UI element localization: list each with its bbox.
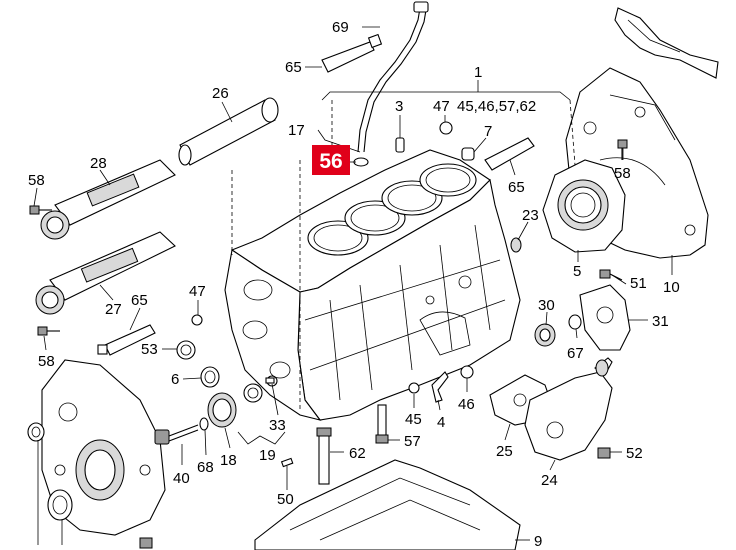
callout-25: 25 <box>496 443 513 460</box>
bolt-52 <box>597 447 611 459</box>
callout-40: 40 <box>173 470 190 487</box>
callout-47-left: 47 <box>189 283 206 300</box>
sleeve-3 <box>395 137 405 153</box>
seal-67 <box>568 314 582 330</box>
bolt-57 <box>375 404 389 444</box>
sleeve-7 <box>461 147 475 161</box>
sealant-tube-top <box>321 33 383 73</box>
dipstick-guide-tube <box>353 1 429 167</box>
callout-57: 57 <box>404 433 421 450</box>
callout-51: 51 <box>630 275 647 292</box>
cylinder-block <box>224 149 521 421</box>
seal-53 <box>176 340 196 360</box>
callout-68: 68 <box>197 459 214 476</box>
oil-seal-lower <box>47 489 73 521</box>
plug-23 <box>510 237 522 253</box>
callout-labels: 69 65 1 3 47 45,46,57,62 26 17 7 28 58 5… <box>28 19 680 550</box>
gear-30 <box>534 323 556 347</box>
callout-52: 52 <box>626 445 643 462</box>
callout-58: 58 <box>28 172 45 189</box>
washer-68 <box>199 417 209 431</box>
seal-6 <box>200 366 220 388</box>
bolt-bottom-left <box>139 537 153 549</box>
bolt-51 <box>599 269 623 281</box>
callout-10: 10 <box>663 279 680 296</box>
balance-shaft-27 <box>35 231 176 315</box>
housing-31 <box>579 284 631 351</box>
highlight-label: 56 <box>319 150 342 173</box>
callout-9: 9 <box>534 533 542 550</box>
balancer-housing-tube <box>178 97 279 166</box>
callout-2: 2 <box>58 547 66 550</box>
dowel-50 <box>280 457 294 468</box>
balance-shaft-28 <box>40 159 176 240</box>
plug-46 <box>460 365 474 379</box>
callout-47: 47 <box>433 98 450 115</box>
callout-19: 19 <box>259 447 276 464</box>
callout-5: 5 <box>573 263 581 280</box>
callout-6: 6 <box>171 371 179 388</box>
callout-53: 53 <box>141 341 158 358</box>
upper-cover-piece <box>614 7 719 79</box>
timing-case-cover <box>41 359 166 536</box>
callout-1: 1 <box>474 64 482 81</box>
coolant-flange-24 <box>524 357 613 461</box>
callout-3: 3 <box>395 98 403 115</box>
callout-16: 16 <box>30 547 47 550</box>
callout-26: 26 <box>212 85 229 102</box>
callout-58-lower: 58 <box>38 353 55 370</box>
sealant-tube-left <box>97 324 156 356</box>
callout-7: 7 <box>484 123 492 140</box>
oil-seal-left <box>27 422 45 442</box>
callout-65: 65 <box>285 59 302 76</box>
callout-31: 31 <box>652 313 669 330</box>
highlight-box <box>312 145 350 175</box>
callout-45-46-57-62: 45,46,57,62 <box>457 98 536 115</box>
callout-23: 23 <box>522 207 539 224</box>
oil-sump-9 <box>254 459 521 550</box>
sealant-tube-right <box>484 137 535 171</box>
callout-65-left: 65 <box>131 292 148 309</box>
callout-27: 27 <box>105 301 122 318</box>
bolt-58-right <box>617 139 628 160</box>
plug-45 <box>408 382 420 394</box>
highlight-callout-56: 56 <box>312 145 356 175</box>
callout-28: 28 <box>90 155 107 172</box>
callout-69: 69 <box>332 19 349 36</box>
callout-18: 18 <box>220 452 237 469</box>
bolt-58-left-top <box>29 205 52 215</box>
callout-45: 45 <box>405 411 422 428</box>
callout-33: 33 <box>269 417 286 434</box>
callout-30: 30 <box>538 297 555 314</box>
callout-4: 4 <box>437 414 445 431</box>
leader-lines <box>33 26 673 545</box>
callout-24: 24 <box>541 472 558 489</box>
callout-58-right: 58 <box>614 165 631 182</box>
bolt-58-left-bottom <box>37 326 60 336</box>
plug-47-left <box>191 314 203 326</box>
callout-67: 67 <box>567 345 584 362</box>
callout-62: 62 <box>349 445 366 462</box>
cylinder-head-bolt-62 <box>316 427 332 485</box>
seal-flange-part-5 <box>542 159 626 253</box>
gear-bolt-40 <box>154 424 199 445</box>
callout-65-right: 65 <box>508 179 525 196</box>
callout-17: 17 <box>288 122 305 139</box>
callout-46: 46 <box>458 396 475 413</box>
oil-jet-4 <box>431 371 449 403</box>
plug-47-top <box>439 121 453 135</box>
callout-50: 50 <box>277 491 294 508</box>
dowel-33 <box>265 377 275 384</box>
